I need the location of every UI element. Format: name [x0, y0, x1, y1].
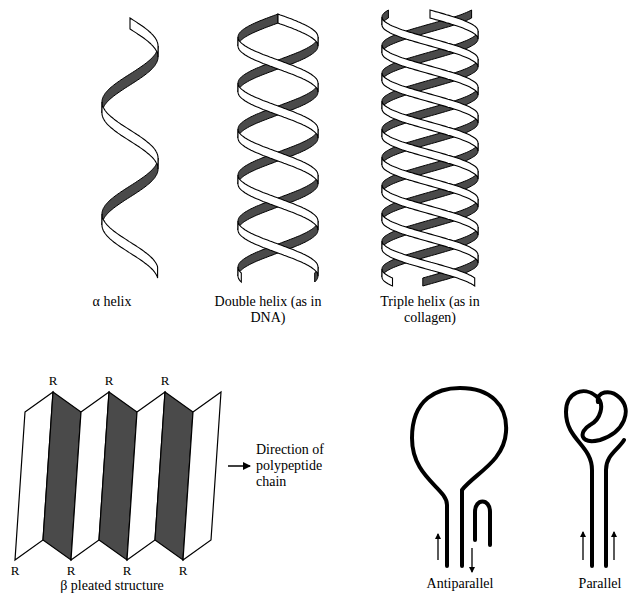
sheet-type-label: Antiparallel: [410, 576, 510, 592]
helix-label: Triple helix (as in collagen): [371, 294, 489, 326]
beta-sheet: [15, 392, 221, 560]
ribbon-front: [382, 17, 478, 67]
ribbon-back: [102, 46, 158, 113]
ribbon-front: [382, 101, 478, 151]
ribbon-back: [238, 37, 318, 92]
antiparallel-hairpin: [475, 502, 490, 546]
parallel-arrows: [583, 532, 614, 560]
sheet-type-label: Parallel: [565, 576, 635, 592]
side-chain-label: R: [117, 563, 137, 578]
ribbon-front: [238, 37, 318, 92]
ribbon-front: [238, 129, 318, 184]
ribbon-front: [238, 83, 318, 138]
antiparallel-loop: [412, 388, 506, 566]
parallel-sketch: [566, 391, 626, 566]
ribbon-back: [102, 158, 158, 225]
helix-ribbons: [102, 10, 478, 286]
direction-arrow: [228, 465, 250, 467]
ribbon-front: [238, 221, 318, 276]
ribbon-back: [238, 221, 318, 276]
ribbon-front: [238, 267, 241, 282]
ribbon-back: [238, 175, 318, 230]
antiparallel-arrows: [438, 534, 472, 572]
ribbon-front: [102, 214, 158, 278]
strand-arrow: [471, 548, 472, 572]
side-chain-label: R: [5, 563, 25, 578]
strand-arrow: [613, 532, 614, 560]
side-chain-label: R: [173, 563, 193, 578]
ribbon-front: [238, 175, 318, 230]
side-chain-label: R: [99, 373, 119, 388]
strand-arrow: [582, 532, 583, 560]
helix-label: α helix: [67, 294, 157, 310]
ribbon-back: [238, 14, 278, 46]
ribbon-front: [130, 18, 158, 57]
parallel-strand: [606, 440, 624, 566]
ribbon-front: [430, 10, 478, 39]
direction-label: Direction of polypeptide chain: [256, 442, 348, 490]
side-chain-label: R: [61, 563, 81, 578]
side-chain-label: R: [43, 373, 63, 388]
side-chain-label: R: [155, 373, 175, 388]
ribbon-back: [238, 129, 318, 184]
sheet-label: β pleated structure: [17, 578, 207, 594]
antiparallel-sketch: [412, 388, 506, 566]
sheet-panel: [183, 392, 221, 560]
ribbon-front: [382, 185, 478, 235]
ribbon-front: [278, 14, 318, 46]
ribbon-front: [102, 102, 158, 169]
helix-label: Double helix (as in DNA): [213, 294, 323, 326]
ribbon-front: [382, 269, 393, 286]
ribbon-back: [238, 83, 318, 138]
strand-arrow: [437, 534, 438, 560]
parallel-loop-upper: [566, 391, 626, 566]
